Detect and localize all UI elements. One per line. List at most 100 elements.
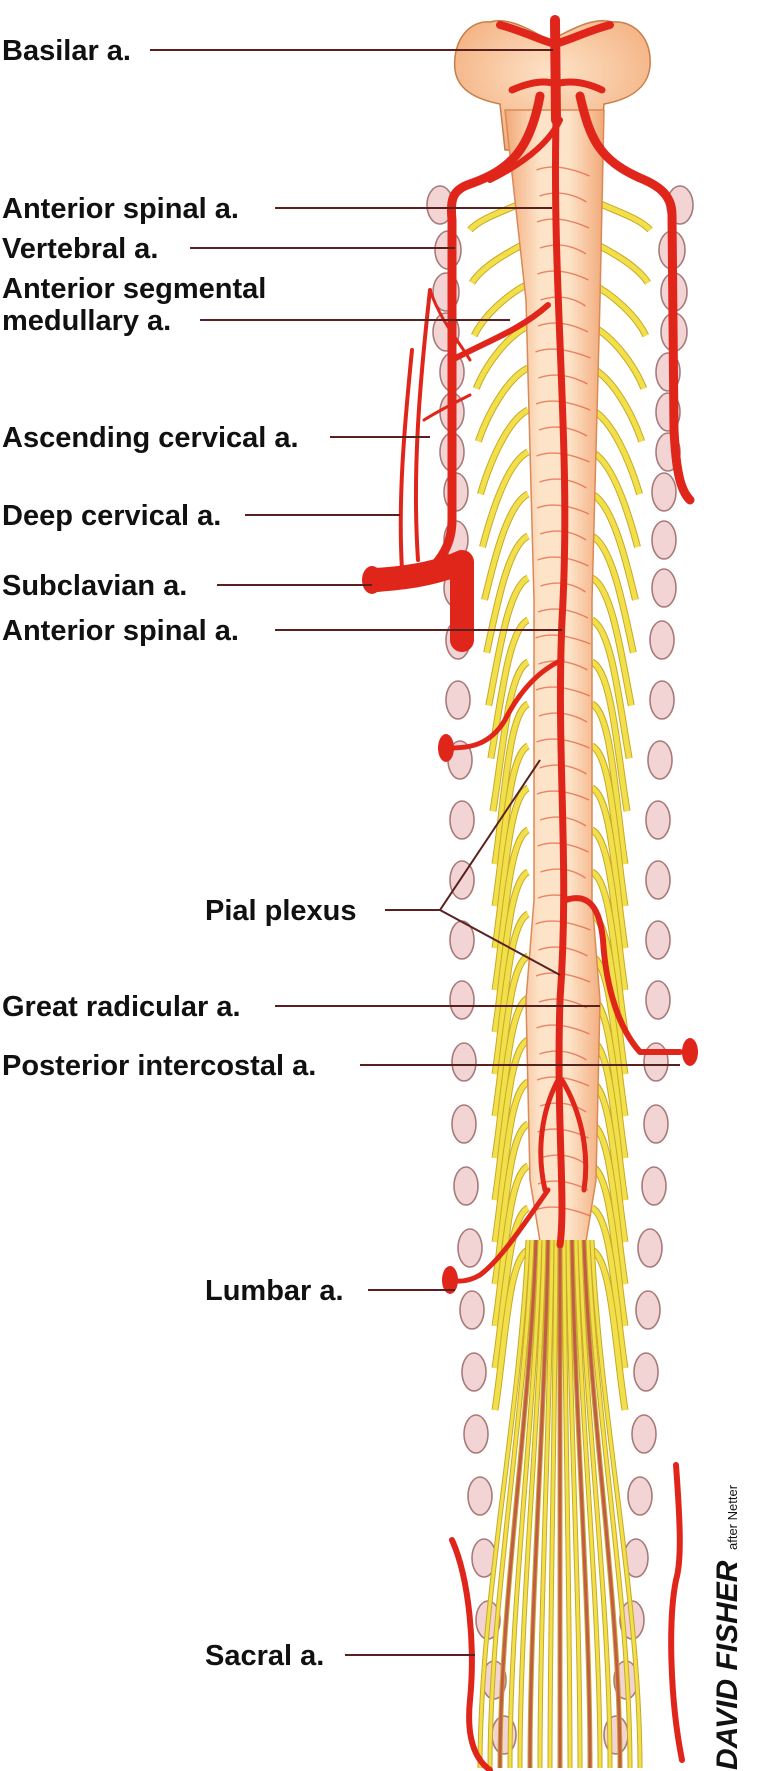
vertebra-left-13 xyxy=(449,800,475,840)
cervical-branch-1 xyxy=(428,288,472,362)
cauda-fiber xyxy=(488,1239,534,1769)
nerve-root xyxy=(492,1037,530,1201)
nerve-root xyxy=(590,575,634,706)
vertebra-right-17 xyxy=(643,1042,669,1082)
nerve-root xyxy=(473,323,530,390)
nerve-root xyxy=(475,365,530,443)
label-anterior-spinal-upper: Anterior spinal a. xyxy=(2,193,239,225)
pial-vessel xyxy=(540,296,586,307)
leader-lines xyxy=(150,49,680,1656)
label-pial-plexus: Pial plexus xyxy=(205,895,357,927)
vertebra-right-14 xyxy=(645,860,671,900)
cauda-fiber xyxy=(590,1239,642,1769)
lower-loop xyxy=(538,1077,589,1193)
nerve-root xyxy=(492,1247,530,1411)
vertebra-left-21 xyxy=(459,1290,485,1330)
nerve-root xyxy=(492,953,530,1117)
vertebra-left-18 xyxy=(451,1104,477,1144)
artery-stubs xyxy=(362,566,698,1294)
circle-branches xyxy=(508,78,606,94)
lumbar-stub xyxy=(442,1266,458,1294)
label-ant-seg-medullary-line1: Anterior segmental xyxy=(2,273,266,305)
cauda-fiber xyxy=(518,1239,546,1769)
nerve-root xyxy=(482,491,530,601)
nerve-root xyxy=(492,1205,530,1369)
right-sacral-artery xyxy=(668,1462,685,1763)
vertebra-left-11 xyxy=(445,680,471,720)
label-basilar: Basilar a. xyxy=(2,35,131,67)
nerve-root xyxy=(492,827,530,991)
vertebra-left-14 xyxy=(449,860,475,900)
nerve-root xyxy=(590,491,638,601)
vertebra-left-23 xyxy=(463,1414,489,1454)
nerve-root xyxy=(590,701,628,865)
label-deep-cervical: Deep cervical a. xyxy=(2,500,221,532)
pial-vessel xyxy=(536,166,590,177)
vertebra-right-16 xyxy=(645,980,671,1020)
cauda-fiber xyxy=(478,1239,530,1769)
pial-vessel xyxy=(539,1050,587,1061)
nerve-root xyxy=(590,1205,628,1369)
anterior-segmental-medullary xyxy=(449,302,551,363)
nerve-root xyxy=(590,827,628,991)
left-vertebral-branch xyxy=(487,117,563,183)
vertebra-right-11 xyxy=(649,680,675,720)
vertebra-right-24 xyxy=(627,1476,653,1516)
pial-vessel xyxy=(536,504,590,515)
cauda-fiber xyxy=(508,1239,542,1769)
pial-vessel xyxy=(537,270,589,281)
labels: Basilar a. Anterior spinal a. Vertebral … xyxy=(2,35,357,1672)
vertebra-right-10 xyxy=(649,620,675,660)
nerve-root xyxy=(492,743,530,907)
artist-signature: DAVID FISHER after Netter xyxy=(711,1484,744,1770)
pial-vessel xyxy=(539,192,587,203)
nerve-root xyxy=(590,617,632,759)
label-posterior-intercostal: Posterior intercostal a. xyxy=(2,1050,316,1082)
ascending-cervical-artery xyxy=(413,288,432,562)
cauda-fiber xyxy=(498,1239,538,1769)
nerve-root xyxy=(590,743,628,907)
cauda-fiber xyxy=(574,1239,602,1769)
nerve-root-outline xyxy=(475,364,530,443)
nerve-root xyxy=(590,1247,628,1411)
nerve-root xyxy=(484,533,530,654)
intercostal-stub xyxy=(682,1038,698,1066)
top-arteries xyxy=(496,21,614,48)
vertebra-left-17 xyxy=(451,1042,477,1082)
nerve-root xyxy=(488,617,530,759)
great-radicular-artery xyxy=(563,895,683,1055)
nerve-root-outline xyxy=(590,364,645,443)
signature-note: after Netter xyxy=(725,1484,740,1550)
vertebra-right-8 xyxy=(651,520,677,560)
basilar-artery xyxy=(550,15,561,125)
nerve-root xyxy=(492,869,530,1033)
vertebra-left-19 xyxy=(453,1166,479,1206)
thoracic-stub xyxy=(438,734,454,762)
cauda-fiber xyxy=(562,1239,572,1769)
nerve-root xyxy=(492,995,530,1159)
cauda-fiber xyxy=(582,1239,622,1769)
nerve-root xyxy=(492,1079,530,1243)
label-vertebral: Vertebral a. xyxy=(2,233,158,265)
vertebra-right-23 xyxy=(631,1414,657,1454)
nerve-root xyxy=(590,407,642,495)
thoracic-radicular xyxy=(447,657,565,751)
nerve-root xyxy=(590,1121,628,1285)
nerve-root xyxy=(492,1163,530,1327)
pial-vessel xyxy=(536,452,590,463)
cauda-fiber xyxy=(570,1239,592,1769)
nerve-root xyxy=(478,407,530,495)
nerve-root xyxy=(590,533,636,654)
vertebra-right-19 xyxy=(641,1166,667,1206)
vertebra-right-13 xyxy=(645,800,671,840)
cervical-branch-2 xyxy=(422,393,472,422)
cauda-fiber xyxy=(548,1239,558,1769)
pial-vessel xyxy=(539,1102,587,1113)
vertebra-right-21 xyxy=(635,1290,661,1330)
nerve-root xyxy=(590,1163,628,1327)
pial-vessel xyxy=(535,920,591,931)
nerve-root xyxy=(590,449,640,548)
nerve-root xyxy=(471,281,530,337)
signature-artist: DAVID FISHER xyxy=(711,1560,744,1770)
